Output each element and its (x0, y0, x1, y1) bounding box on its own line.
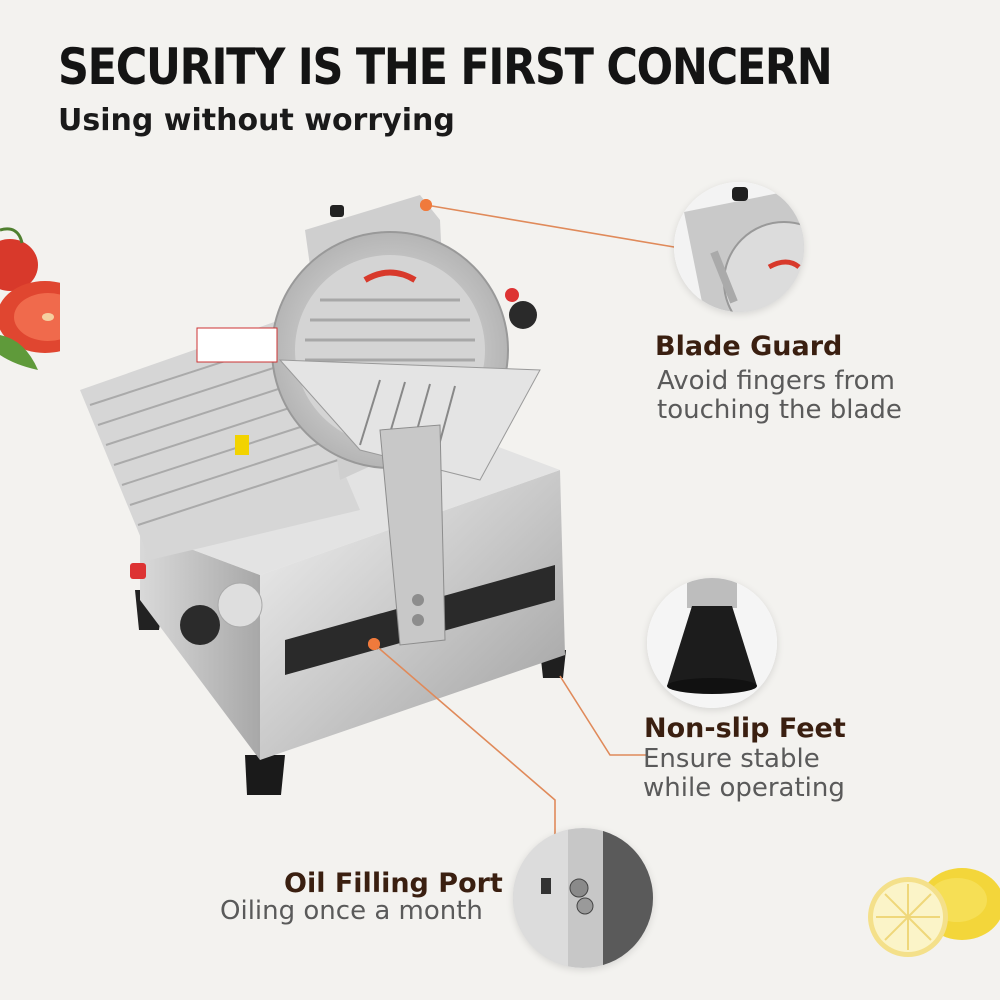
non-slip-feet-desc-2: while operating (643, 773, 845, 803)
tomato-decoration (0, 227, 60, 370)
non-slip-feet-closeup (647, 578, 777, 708)
oil-port-title: Oil Filling Port (284, 868, 503, 899)
oil-port-desc: Oiling once a month (220, 896, 483, 926)
meat-slicer-image (80, 195, 566, 795)
blade-guard-desc-2: touching the blade (657, 395, 902, 425)
non-slip-feet-title: Non-slip Feet (644, 713, 846, 744)
blade-guard-desc-1: Avoid fingers from (657, 366, 895, 396)
oil-port-closeup (513, 828, 653, 968)
lemon-decoration (868, 868, 1000, 957)
blade-guard-title: Blade Guard (655, 331, 843, 362)
callout-dot-oil (368, 638, 380, 650)
non-slip-feet-desc-1: Ensure stable (643, 744, 820, 774)
page-title: SECURITY IS THE FIRST CONCERN (58, 38, 833, 96)
blade-guard-closeup (674, 182, 804, 312)
callout-dot-blade (420, 199, 432, 211)
page-subtitle: Using without worrying (58, 103, 455, 138)
